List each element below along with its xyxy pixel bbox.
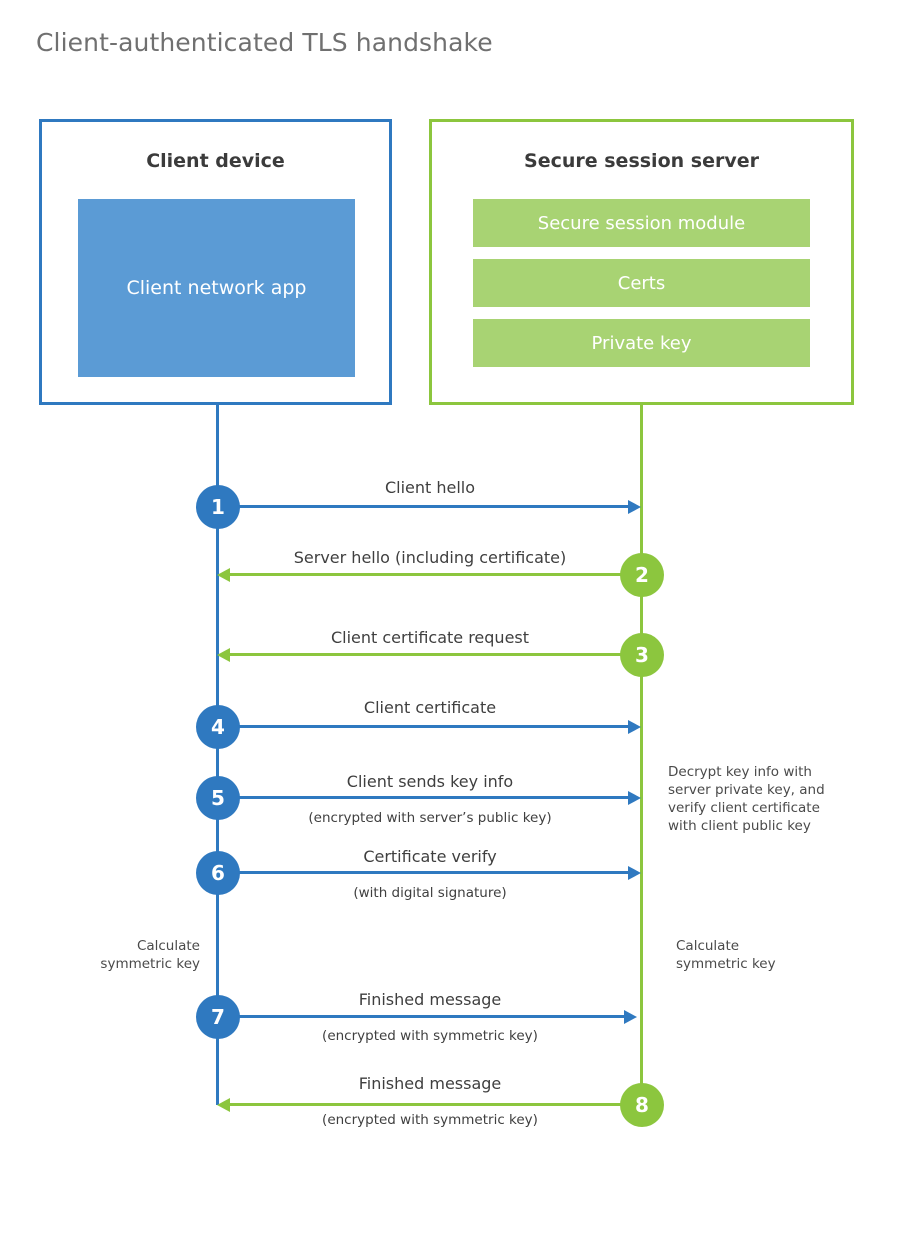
step-8-arrow-line	[230, 1103, 642, 1106]
secure-session-server-title: Secure session server	[524, 150, 759, 172]
step-1-arrow-line	[218, 505, 628, 508]
step-7-sublabel: (encrypted with symmetric key)	[322, 1028, 538, 1044]
client-network-app-box: Client network app	[78, 199, 355, 377]
step-8-arrow-head	[217, 1097, 230, 1112]
step-marker-1: 1	[196, 485, 240, 529]
step-2-arrow-line	[230, 573, 642, 576]
step-5-arrow-head	[628, 790, 641, 805]
step-marker-6: 6	[196, 851, 240, 895]
step-2-arrow-head	[217, 567, 230, 582]
step-marker-3: 3	[620, 633, 664, 677]
step-6-label: Certificate verify	[363, 847, 497, 866]
step-7-arrow-head	[624, 1009, 637, 1024]
step-3-label: Client certificate request	[330, 628, 530, 647]
step-6-arrow-head	[628, 865, 641, 880]
step-4-label: Client certificate	[363, 698, 497, 717]
server-component-private-key: Private key	[473, 319, 810, 367]
client-device-title: Client device	[146, 150, 285, 172]
step-4-arrow-line	[218, 725, 628, 728]
step-marker-5: 5	[196, 776, 240, 820]
step-1-arrow-head	[628, 499, 641, 514]
server-component-list: Secure session module Certs Private key	[473, 199, 810, 367]
client-lifeline	[216, 405, 219, 1105]
page-title: Client-authenticated TLS handshake	[36, 28, 493, 57]
step-8-label: Finished message	[358, 1074, 502, 1093]
server-lifeline	[640, 405, 643, 1105]
step-marker-4: 4	[196, 705, 240, 749]
actor-box-client: Client device Client network app	[39, 119, 392, 405]
note-client-calculate-symmetric-key: Calculate symmetric key	[100, 938, 200, 972]
step-3-arrow-head	[217, 647, 230, 662]
step-8-sublabel: (encrypted with symmetric key)	[322, 1112, 538, 1128]
actor-box-server: Secure session server Secure session mod…	[429, 119, 854, 405]
step-5-label: Client sends key info	[346, 772, 514, 791]
step-7-label: Finished message	[358, 990, 502, 1009]
step-6-arrow-line	[218, 871, 628, 874]
step-7-arrow-line	[218, 1015, 624, 1018]
step-4-arrow-head	[628, 719, 641, 734]
step-3-arrow-line	[230, 653, 642, 656]
step-marker-8: 8	[620, 1083, 664, 1127]
step-6-sublabel: (with digital signature)	[353, 885, 507, 901]
step-1-label: Client hello	[384, 478, 476, 497]
server-component-secure-session-module: Secure session module	[473, 199, 810, 247]
step-marker-7: 7	[196, 995, 240, 1039]
step-marker-2: 2	[620, 553, 664, 597]
server-component-certs: Certs	[473, 259, 810, 307]
note-server-decrypt: Decrypt key info with server private key…	[668, 764, 825, 834]
note-server-calculate-symmetric-key: Calculate symmetric key	[676, 938, 776, 972]
step-5-sublabel: (encrypted with server’s public key)	[308, 810, 552, 826]
step-5-arrow-line	[218, 796, 628, 799]
step-2-label: Server hello (including certificate)	[293, 548, 567, 567]
